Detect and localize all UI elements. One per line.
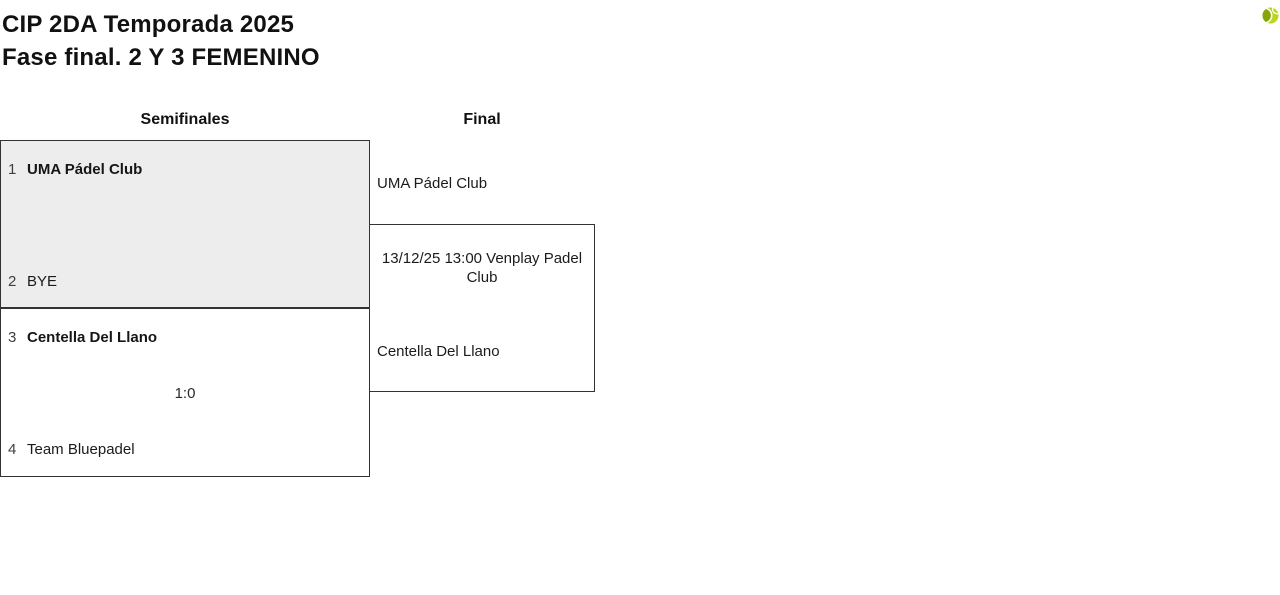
sf2-team-2-seed: 4	[8, 441, 17, 458]
sf1-team-2-name: BYE	[27, 273, 58, 290]
sf1-team-1-seed: 1	[8, 161, 17, 178]
round-header-semifinals: Semifinales	[140, 111, 230, 128]
sf2-team-2-row: 4 Team Bluepadel	[0, 441, 370, 458]
final-match-box[interactable]	[369, 224, 595, 392]
final-match-info: 13/12/25 13:00 Venplay Padel Club	[381, 250, 583, 286]
final-team-2-name: Centella Del Llano	[377, 343, 500, 360]
sf2-score: 1:0	[174, 385, 196, 402]
sf1-team-2-row: 2 BYE	[0, 273, 370, 290]
tournament-title: CIP 2DA Temporada 2025	[2, 11, 295, 38]
semifinal-match-1-box[interactable]	[0, 140, 370, 308]
sf2-team-1-seed: 3	[8, 329, 17, 346]
sf2-team-1-row: 3 Centella Del Llano	[0, 329, 370, 346]
sf2-team-2-name: Team Bluepadel	[27, 441, 135, 458]
sf1-team-2-seed: 2	[8, 273, 17, 290]
final-team-1-name: UMA Pádel Club	[377, 175, 488, 192]
phase-subtitle: Fase final. 2 Y 3 FEMENINO	[2, 44, 320, 71]
sf2-team-1-name: Centella Del Llano	[27, 329, 158, 346]
padel-ball-icon	[1262, 7, 1279, 24]
sf1-team-1-row: 1 UMA Pádel Club	[0, 161, 370, 178]
round-header-final: Final	[463, 111, 501, 128]
semifinal-match-2-box[interactable]	[0, 308, 370, 477]
page-title: CIP 2DA Temporada 2025 Fase final. 2 Y 3…	[2, 8, 320, 74]
sf1-team-1-name: UMA Pádel Club	[27, 161, 143, 178]
